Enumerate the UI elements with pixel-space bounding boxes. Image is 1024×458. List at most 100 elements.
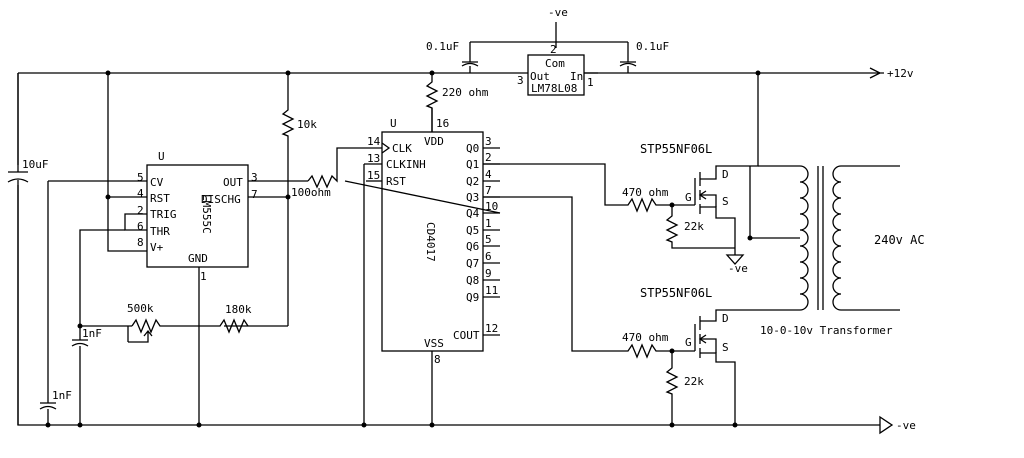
capacitor-10uf <box>7 73 29 425</box>
counter-q7-label: Q7 <box>466 257 479 270</box>
counter-vdd: VDD <box>424 135 444 148</box>
mosfet2-name: STP55NF06L <box>640 286 712 300</box>
counter-q2-pin: 4 <box>485 168 492 181</box>
cap-right-label: 0.1uF <box>636 40 669 53</box>
counter-q8-label: Q8 <box>466 274 479 287</box>
reg-com: Com <box>545 57 565 70</box>
timer-pin6-num: 6 <box>137 220 144 233</box>
timer-pin5-num: 5 <box>137 171 144 184</box>
timer-pin8-num: 8 <box>137 236 144 249</box>
mosfet2-g: G <box>685 336 692 349</box>
res-220-label: 220 ohm <box>442 86 489 99</box>
mosfet2-d: D <box>722 312 729 325</box>
timer-pin4-label: RST <box>150 192 170 205</box>
counter-clk-pin: 14 <box>367 135 381 148</box>
transformer-label: 10-0-10v Transformer <box>760 324 893 337</box>
counter-q5-label: Q5 <box>466 224 479 237</box>
counter-q9-pin: 11 <box>485 284 498 297</box>
cap-1nf-a-label: 1nF <box>82 327 102 340</box>
reg-pin-out: 3 <box>517 74 524 87</box>
counter-clk-label: CLK <box>392 142 412 155</box>
counter-q6-label: Q6 <box>466 240 479 253</box>
counter-clkinh-pin: 13 <box>367 152 380 165</box>
cap-10uf-label: 10uF <box>22 158 49 171</box>
counter-name: CD4017 <box>424 222 437 262</box>
transformer <box>749 165 900 311</box>
mosfet1-gate-network <box>483 163 735 249</box>
mosfet1-pull-res: 22k <box>684 220 704 233</box>
counter-ref: U <box>390 117 397 130</box>
timer-gnd-pin: 1 <box>200 270 207 283</box>
timer-out-label: OUT <box>223 176 243 189</box>
reg-in: In <box>570 70 583 83</box>
pot-500k-label: 500k <box>127 302 154 315</box>
mosfet2-gate-res: 470 ohm <box>622 331 669 344</box>
potentiometer-500k <box>127 318 196 343</box>
mosfet1-name: STP55NF06L <box>640 142 712 156</box>
capacitor-0.1uf-right <box>619 61 637 73</box>
timer-pin2-num: 2 <box>137 204 144 217</box>
timer-pin6-label: THR <box>150 225 170 238</box>
timer-pin5-label: CV <box>150 176 164 189</box>
cap-left-label: 0.1uF <box>426 40 459 53</box>
resistor-180k <box>196 318 249 334</box>
res-10k-label: 10k <box>297 118 317 131</box>
reg-pin-com: 2 <box>550 43 557 56</box>
counter-q0-label: Q0 <box>466 142 479 155</box>
counter-vss-pin: 8 <box>434 353 441 366</box>
positive-rail <box>18 67 884 79</box>
counter-q8-pin: 9 <box>485 267 492 280</box>
reg-out: Out <box>530 70 550 83</box>
mosfet2-pull-res: 22k <box>684 375 704 388</box>
counter-cd4017 <box>381 131 484 352</box>
timer-name: LM555C <box>200 194 213 234</box>
counter-q2-label: Q2 <box>466 175 479 188</box>
counter-rst-pin: 15 <box>367 169 380 182</box>
resistor-220ohm <box>425 73 439 132</box>
counter-cout-label: COUT <box>453 329 480 342</box>
neg-top-label: -ve <box>548 6 568 19</box>
timer-pin8-label: V+ <box>150 241 164 254</box>
mosfet1-s: S <box>722 195 729 208</box>
regulator-lm78l08 <box>512 54 598 96</box>
neg-bottom-label: -ve <box>896 419 916 432</box>
counter-q6-pin: 5 <box>485 233 492 246</box>
mosfet2-s: S <box>722 341 729 354</box>
counter-q1-pin: 2 <box>485 151 492 164</box>
timer-lm555c <box>146 164 249 268</box>
counter-q0-pin: 3 <box>485 135 492 148</box>
counter-cout-pin: 12 <box>485 322 498 335</box>
counter-vdd-pin: 16 <box>436 117 449 130</box>
timer-out-pin: 3 <box>251 171 258 184</box>
reg-pin-in: 1 <box>587 76 594 89</box>
ground-symbol <box>725 254 745 265</box>
mosfet2-gate-network <box>483 196 695 425</box>
timer-pin2-label: TRIG <box>150 208 177 221</box>
counter-q3-pin: 7 <box>485 184 492 197</box>
counter-vss: VSS <box>424 337 444 350</box>
neg-mosfet-label: -ve <box>728 262 748 275</box>
reg-name: LM78L08 <box>531 82 577 95</box>
mosfet2-symbol <box>694 309 776 425</box>
mosfet1-symbol <box>694 73 759 255</box>
pos12-label: +12v <box>887 67 914 80</box>
resistor-100ohm <box>307 147 382 189</box>
capacitor-0.1uf-left <box>461 61 479 73</box>
res-180k-label: 180k <box>225 303 252 316</box>
timer-wiring <box>39 73 308 425</box>
timer-disch-pin: 7 <box>251 188 258 201</box>
counter-q7-pin: 6 <box>485 250 492 263</box>
mosfet1-d: D <box>722 168 729 181</box>
transformer-output: 240v AC <box>874 233 925 247</box>
counter-q4-pin: 10 <box>485 200 498 213</box>
counter-q3-label: Q3 <box>466 191 479 204</box>
counter-q5-pin: 1 <box>485 217 492 230</box>
cap-1nf-b-label: 1nF <box>52 389 72 402</box>
counter-rst-label: RST <box>386 175 406 188</box>
counter-q9-label: Q9 <box>466 291 479 304</box>
timer-disch-label: DISCHG <box>201 193 241 206</box>
timer-gnd-label: GND <box>188 252 208 265</box>
counter-wiring <box>344 108 501 425</box>
timer-pin4-num: 4 <box>137 187 144 200</box>
